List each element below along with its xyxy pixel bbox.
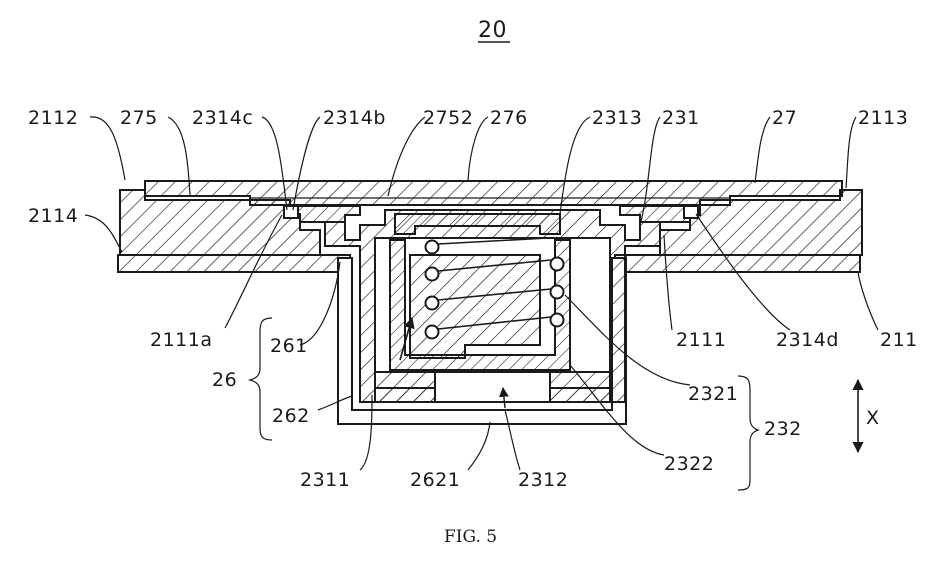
leader-2311 — [360, 395, 372, 470]
label-2752: 2752 — [423, 107, 473, 129]
leader-211 — [858, 272, 878, 330]
label-262: 262 — [272, 405, 310, 427]
label-2114: 2114 — [28, 205, 78, 227]
bottom-opening — [435, 372, 550, 402]
label-2322: 2322 — [664, 453, 714, 475]
label-2314b: 2314b — [323, 107, 386, 129]
label-2313: 2313 — [592, 107, 642, 129]
label-276: 276 — [490, 107, 528, 129]
label-2113: 2113 — [858, 107, 908, 129]
spring-right-coils — [551, 258, 564, 327]
leader-261 — [300, 262, 340, 345]
label-261: 261 — [270, 335, 308, 357]
label-2111a: 2111a — [150, 329, 213, 351]
clip-right — [684, 206, 698, 218]
figure-caption: FIG. 5 — [444, 527, 497, 547]
brace-26 — [250, 318, 272, 440]
base-plate-left — [118, 255, 350, 272]
label-2621: 2621 — [410, 469, 460, 491]
figure-ref-number: 20 — [478, 18, 507, 43]
axis-label-x: X — [866, 407, 880, 429]
brace-232 — [738, 376, 758, 490]
label-2111: 2111 — [676, 329, 726, 351]
leader-27 — [755, 117, 770, 183]
label-2311: 2311 — [300, 469, 350, 491]
leader-2114 — [85, 215, 122, 252]
label-211: 211 — [880, 329, 918, 351]
label-2312: 2312 — [518, 469, 568, 491]
label-2314d: 2314d — [776, 329, 839, 351]
label-2314c: 2314c — [192, 107, 253, 129]
leader-2113 — [846, 117, 856, 188]
label-27: 27 — [772, 107, 797, 129]
clip-left — [284, 206, 298, 218]
label-275: 275 — [120, 107, 158, 129]
label-231: 231 — [662, 107, 700, 129]
bottom-wall-left — [375, 372, 435, 402]
label-26: 26 — [212, 369, 237, 391]
base-plate-right — [615, 255, 860, 272]
label-2112: 2112 — [28, 107, 78, 129]
label-2321: 2321 — [688, 383, 738, 405]
leader-2621 — [468, 422, 490, 470]
label-232: 232 — [764, 418, 802, 440]
